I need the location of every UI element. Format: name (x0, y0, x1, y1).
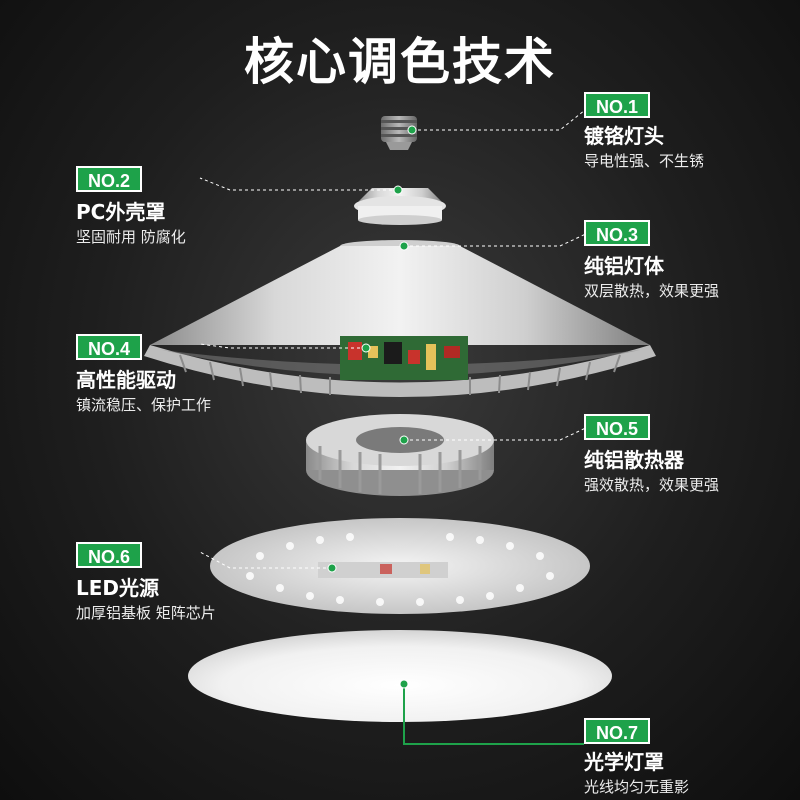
component-name-lamp-base: 镀铬灯头 (584, 124, 664, 148)
badge-no2: NO.2 (76, 166, 143, 192)
component-desc-heat-sink: 强效散热，效果更强 (584, 476, 720, 494)
badge-no4: NO.4 (76, 334, 143, 360)
badge-no7: NO.7 (584, 718, 651, 744)
pc-cover-part (354, 188, 446, 225)
component-name-aluminium-body: 纯铝灯体 (584, 254, 664, 278)
lamp-base-part (381, 116, 417, 150)
component-name-diffuser: 光学灯罩 (584, 750, 664, 774)
component-desc-driver: 镇流稳压、保护工作 (76, 396, 212, 414)
badge-no1: NO.1 (584, 92, 651, 118)
component-desc-led-source: 加厚铝基板 矩阵芯片 (76, 604, 216, 622)
diffuser-leader (403, 684, 584, 745)
badge-no6: NO.6 (76, 542, 143, 568)
component-name-led-source: LED光源 (76, 576, 160, 600)
component-name-pc-cover: PC外壳罩 (76, 200, 166, 224)
diffuser-part (188, 630, 612, 722)
leader-dots (327, 125, 417, 689)
badge-no5: NO.5 (584, 414, 651, 440)
page-title: 核心调色技术 (244, 33, 556, 91)
leader-lines (199, 105, 591, 569)
badge-no3: NO.3 (584, 220, 651, 246)
component-name-heat-sink: 纯铝散热器 (584, 448, 684, 472)
component-desc-diffuser: 光线均匀无重影 (584, 778, 690, 796)
heat-sink-part (306, 414, 494, 496)
led-plate-part (210, 518, 590, 614)
component-desc-lamp-base: 导电性强、不生锈 (584, 152, 705, 170)
component-desc-aluminium-body: 双层散热，效果更强 (584, 282, 720, 300)
driver-board-part (340, 336, 468, 380)
component-desc-pc-cover: 坚固耐用 防腐化 (76, 228, 186, 246)
component-name-driver: 高性能驱动 (76, 368, 176, 392)
